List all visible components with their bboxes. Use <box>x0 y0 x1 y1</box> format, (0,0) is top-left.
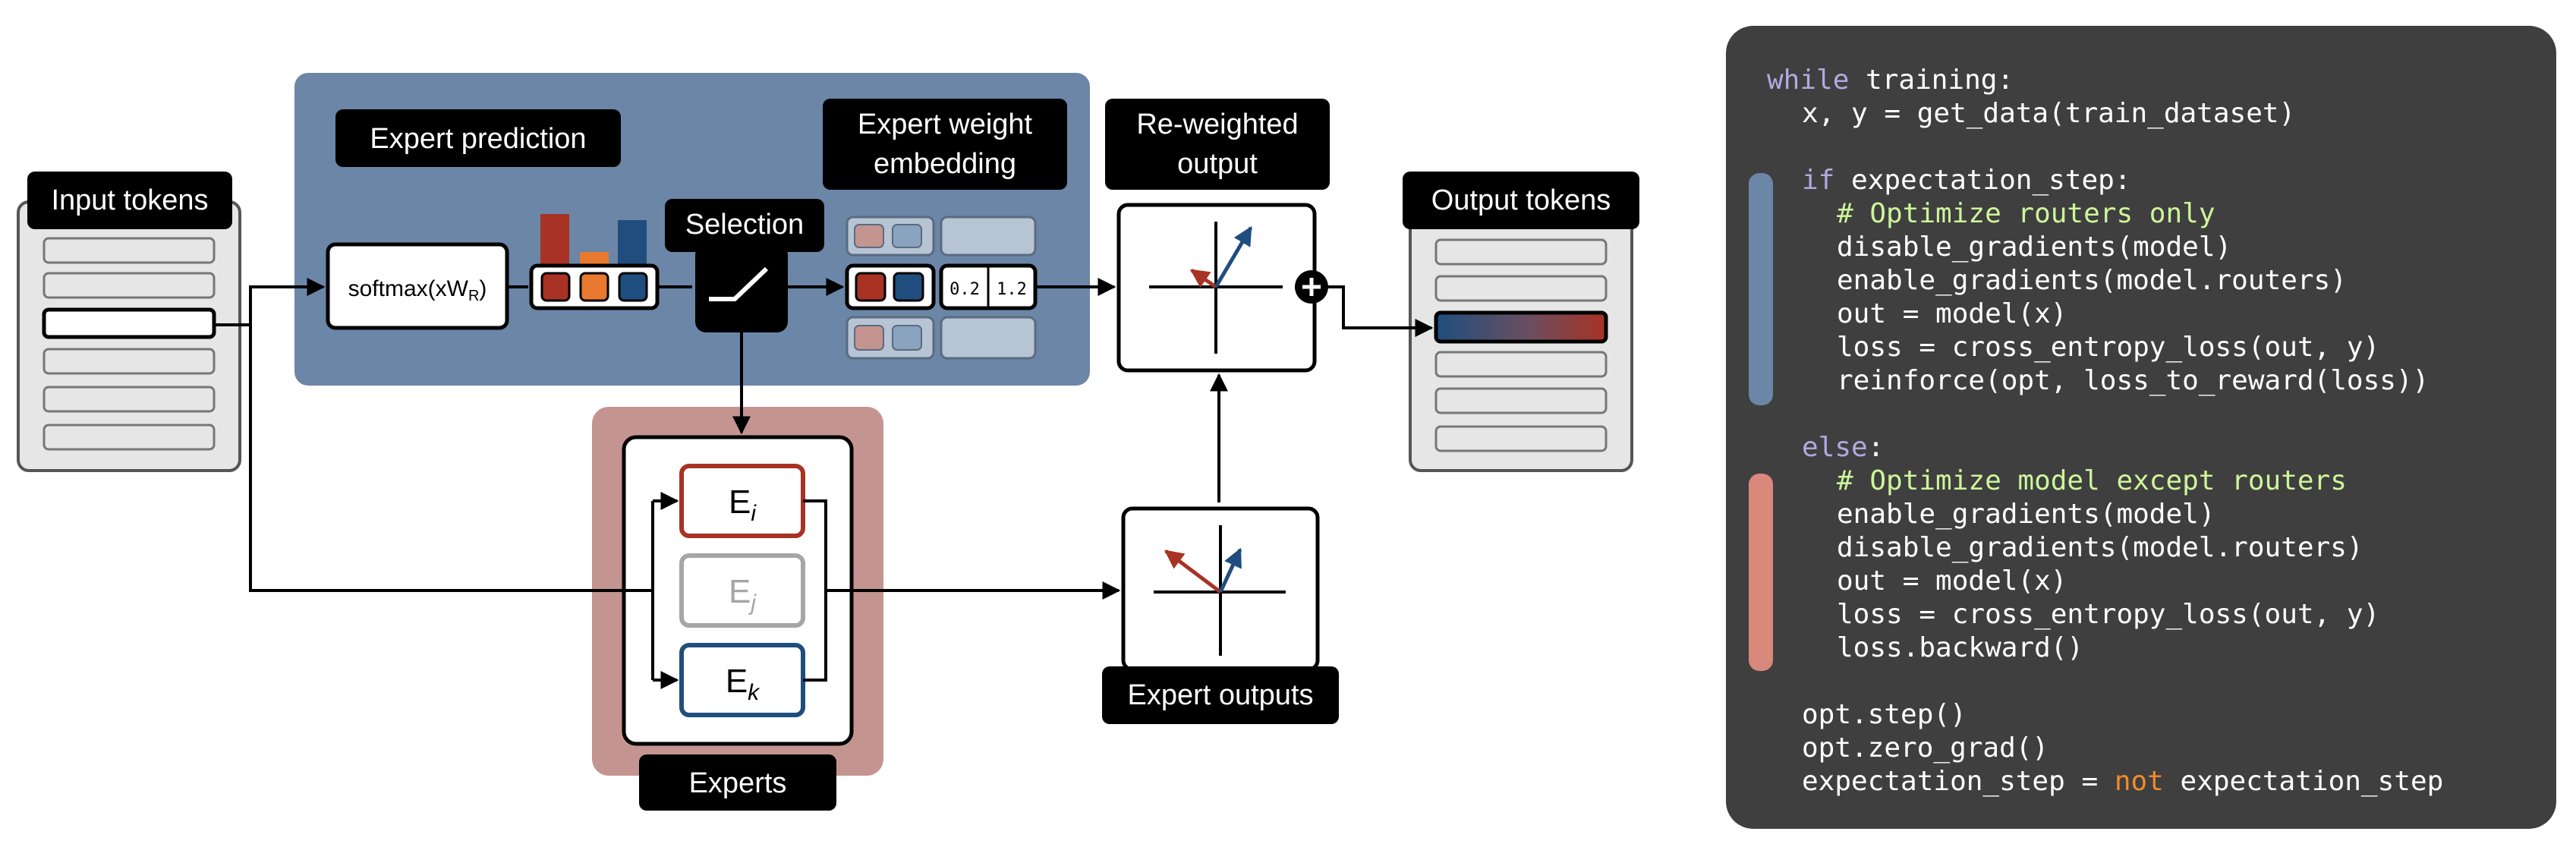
code-token: enable_gradients(model) <box>1837 499 2215 530</box>
code-line: loss.backward() <box>1837 631 2083 665</box>
code-token: out = model(x) <box>1837 565 2067 597</box>
code-line: if expectation_step: <box>1802 164 2131 197</box>
code-line: opt.zero_grad() <box>1802 732 2049 765</box>
selection-box <box>695 244 788 332</box>
code-line: else: <box>1802 431 1884 465</box>
code-token: disable_gradients(model) <box>1837 231 2232 263</box>
code-line: # Optimize model except routers <box>1837 465 2347 498</box>
code-token: else <box>1802 432 1868 463</box>
router-probability-bars <box>540 214 647 267</box>
code-token: opt.step() <box>1802 699 1967 730</box>
weight-embedding-label-2: embedding <box>874 148 1016 180</box>
prob-bar-k <box>618 220 647 267</box>
code-token: : <box>1867 432 1885 463</box>
selected-input-token <box>42 307 216 339</box>
output-token <box>1434 310 1608 344</box>
code-token: expectation_step <box>2163 766 2444 797</box>
code-token: enable_gradients(model.routers) <box>1837 265 2347 296</box>
code-token: if <box>1802 165 1835 196</box>
expert-outputs-label: Expert outputs <box>1127 679 1313 711</box>
weight-embedding-label-1: Expert weight <box>858 109 1033 140</box>
code-token: loss = cross_entropy_loss(out, y) <box>1837 332 2380 363</box>
weight-value-1: 0.2 <box>949 280 980 299</box>
code-line: reinforce(opt, loss_to_reward(loss)) <box>1837 364 2429 398</box>
code-token: training: <box>1849 65 2014 96</box>
weight-embedding-label-bg <box>823 99 1067 190</box>
code-panel: while training:x, y = get_data(train_dat… <box>1726 26 2556 829</box>
experts-label: Experts <box>689 767 787 799</box>
code-token: not <box>2114 766 2164 797</box>
experts-label-bg <box>639 754 836 811</box>
router-probability-vector <box>529 263 660 310</box>
expert-prediction-label: Expert prediction <box>370 123 586 155</box>
expert-k-label: Ek <box>726 663 761 705</box>
expert-j-label: Ej <box>729 573 757 616</box>
connectors <box>214 278 1434 689</box>
code-line: # Optimize routers only <box>1837 197 2215 231</box>
prob-bar-i <box>540 214 569 267</box>
moe-training-diagram: Input tokens Expert prediction softmax(x… <box>17 73 1639 811</box>
prob-bar-j <box>580 252 609 267</box>
input-tokens-stack <box>17 200 241 472</box>
code-token: # Optimize routers only <box>1837 198 2215 229</box>
code-line: while training: <box>1767 64 2014 97</box>
code-line: out = model(x) <box>1837 565 2067 598</box>
code-line: loss = cross_entropy_loss(out, y) <box>1837 331 2379 364</box>
expert-prediction-label-bg <box>335 109 621 167</box>
reweighted-label-bg <box>1105 99 1330 190</box>
code-token: opt.zero_grad() <box>1802 732 2049 764</box>
relu-icon <box>709 266 769 301</box>
code-line: enable_gradients(model.routers) <box>1837 264 2347 298</box>
code-token: expectation_step: <box>1834 165 2131 196</box>
code-line: out = model(x) <box>1837 298 2067 331</box>
expectation-step-bar <box>1749 173 1773 405</box>
code-token: x, y = get_data(train_dataset) <box>1802 98 2296 129</box>
reweighted-plot <box>1116 203 1317 373</box>
code-line: x, y = get_data(train_dataset) <box>1802 97 2295 131</box>
softmax-formula: softmax(xWR) <box>348 276 487 304</box>
weight-embedding-table: 0.2 1.2 <box>845 216 1038 360</box>
code-token: expectation_step = <box>1802 766 2115 797</box>
input-tokens-label: Input tokens <box>51 184 208 216</box>
reweighted-label-1: Re-weighted <box>1136 109 1298 140</box>
selection-label-bg <box>665 199 824 252</box>
selection-label: Selection <box>685 209 804 241</box>
expert-i-label: Ei <box>729 483 757 526</box>
code-token: # Optimize model except routers <box>1837 465 2347 496</box>
output-tokens-label: Output tokens <box>1431 184 1611 216</box>
code-line: opt.step() <box>1802 698 1967 732</box>
code-token: disable_gradients(model.routers) <box>1837 532 2363 563</box>
code-token: reinforce(opt, loss_to_reward(loss)) <box>1837 365 2430 396</box>
reweighted-label-2: output <box>1177 148 1258 180</box>
code-token: while <box>1767 65 1850 96</box>
maximization-step-bar <box>1749 474 1773 671</box>
input-tokens-label-bg <box>27 172 232 229</box>
output-tokens-label-bg <box>1403 172 1639 229</box>
code-token: out = model(x) <box>1837 298 2067 329</box>
expert-j-box <box>679 553 805 628</box>
expert-outputs-label-bg <box>1102 666 1339 724</box>
expert-outputs-plot <box>1121 506 1320 672</box>
output-tokens-stack <box>1409 200 1633 472</box>
code-token: loss.backward() <box>1837 632 2084 663</box>
code-line: disable_gradients(model) <box>1837 231 2231 264</box>
code-line: expectation_step = not expectation_step <box>1802 765 2443 798</box>
code-token: loss = cross_entropy_loss(out, y) <box>1837 599 2380 630</box>
weight-value-2: 1.2 <box>997 280 1027 299</box>
code-line: loss = cross_entropy_loss(out, y) <box>1837 598 2379 631</box>
code-line: disable_gradients(model.routers) <box>1837 531 2363 565</box>
code-line: enable_gradients(model) <box>1837 498 2215 531</box>
